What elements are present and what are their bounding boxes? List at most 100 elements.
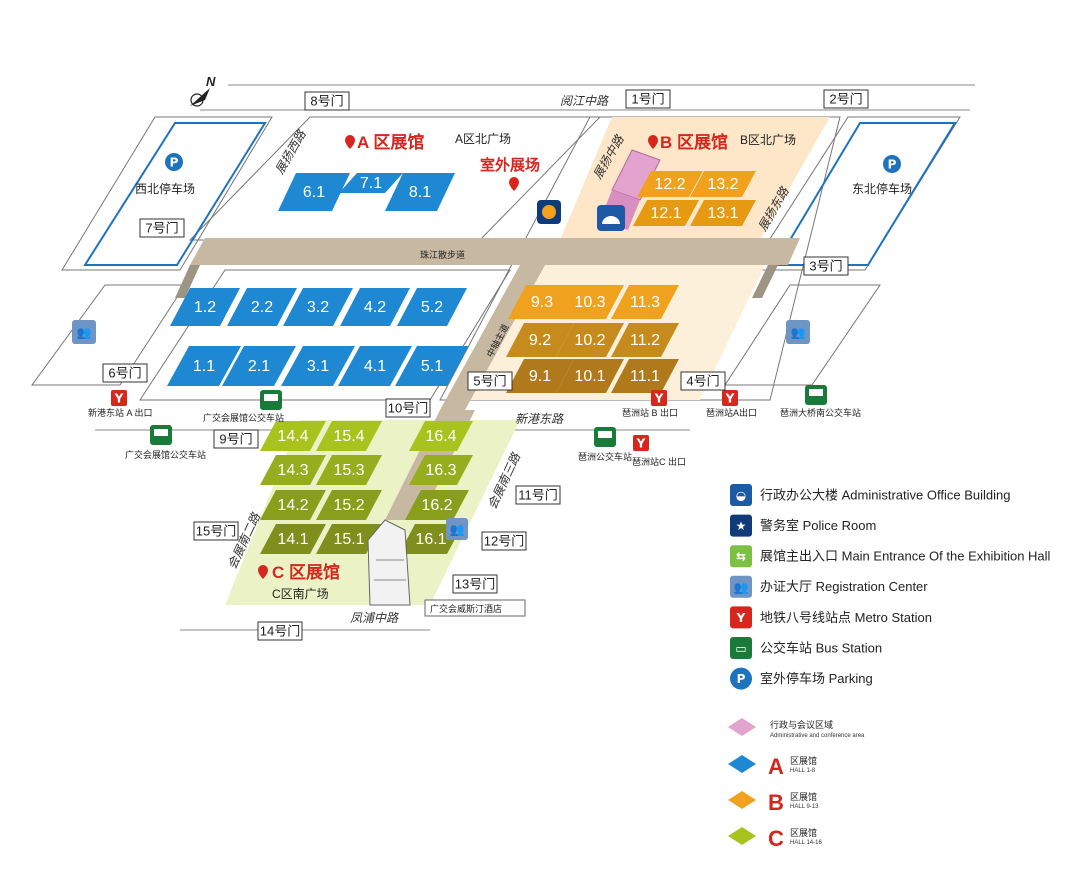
hall-label: 8.1	[409, 184, 431, 201]
road-zhujiang-walkway: 珠江散步道	[420, 249, 465, 260]
hall-13-1[interactable]: 13.1	[690, 200, 756, 226]
hall-shape	[167, 346, 241, 386]
parking-northeast[interactable]	[773, 122, 957, 266]
legend-zone-c-cn: 区展馆	[790, 827, 817, 838]
gate-10[interactable]: 10号门	[385, 398, 431, 418]
hall-12-2[interactable]: 12.2	[637, 171, 703, 197]
legend-zone-b-en: HALL 9-13	[790, 804, 819, 810]
hall-4-2[interactable]: 4.2	[340, 288, 410, 326]
gate-3[interactable]: 3号门	[803, 256, 849, 276]
legend-item: 👥办证大厅 Registration Center	[730, 575, 928, 598]
gate-2[interactable]: 2号门	[823, 89, 869, 109]
parking-northwest[interactable]	[83, 122, 267, 266]
hall-shape	[409, 421, 473, 451]
bus-icon	[150, 425, 172, 445]
hall-label: 11.1	[630, 368, 660, 385]
hall-11-1[interactable]: 11.1	[611, 359, 679, 393]
hall-3-1[interactable]: 3.1	[281, 346, 355, 386]
hall-5-2[interactable]: 5.2	[397, 288, 467, 326]
people-icon: 👥	[72, 320, 96, 344]
gate-7[interactable]: 7号门	[139, 218, 185, 238]
hall-15-2[interactable]: 15.2	[316, 490, 382, 520]
outdoor-exhibition-title: 室外展场	[480, 156, 540, 174]
gate-12[interactable]: 12号门	[481, 531, 527, 551]
hall-16-3[interactable]: 16.3	[409, 455, 473, 485]
hall-16-2[interactable]: 16.2	[405, 490, 469, 520]
hall-label: 9.3	[531, 294, 553, 311]
gate-14[interactable]: 14号门	[257, 621, 303, 641]
hall-shape	[633, 200, 699, 226]
hall-1-1[interactable]: 1.1	[167, 346, 241, 386]
hall-label: 7.1	[360, 175, 382, 192]
hall-label: 15.1	[333, 531, 364, 548]
hall-10-1[interactable]: 10.1	[556, 359, 624, 393]
legend-item-label: 办证大厅 Registration Center	[760, 579, 928, 594]
road-fengpu-middle: 凤浦中路	[350, 611, 399, 625]
hall-8-1[interactable]: 8.1	[385, 173, 455, 211]
hall-shape	[556, 285, 624, 319]
hall-9-2[interactable]: 9.2	[506, 323, 574, 357]
hall-2-2[interactable]: 2.2	[227, 288, 297, 326]
svg-text:P: P	[888, 158, 897, 172]
hall-15-4[interactable]: 15.4	[316, 421, 382, 451]
hotel-tower[interactable]	[367, 519, 411, 606]
hall-9-1[interactable]: 9.1	[506, 359, 574, 393]
legend-admin-swatch	[728, 718, 756, 736]
hall-15-3[interactable]: 15.3	[316, 455, 382, 485]
station-pazhou-bridge-bus: 琶洲大桥南公交车站	[780, 407, 861, 418]
gate-9[interactable]: 9号门	[213, 429, 259, 449]
gate-8[interactable]: 8号门	[304, 91, 350, 111]
gate-13[interactable]: 13号门	[452, 574, 498, 594]
hall-2-1[interactable]: 2.1	[222, 346, 296, 386]
hall-4-1[interactable]: 4.1	[338, 346, 412, 386]
hall-label: 1.2	[194, 299, 216, 316]
hall-10-3[interactable]: 10.3	[556, 285, 624, 319]
gate-4[interactable]: 4号门	[680, 371, 726, 391]
gate-15[interactable]: 15号门	[193, 521, 239, 541]
hall-3-2[interactable]: 3.2	[283, 288, 353, 326]
hall-12-1[interactable]: 12.1	[633, 200, 699, 226]
hall-shape	[409, 455, 473, 485]
parking-icon: P	[165, 153, 183, 171]
hall-1-2[interactable]: 1.2	[170, 288, 240, 326]
hall-label: 6.1	[303, 184, 325, 201]
hall-label: 15.3	[333, 462, 364, 479]
legend: ◒行政办公大楼 Administrative Office Building★警…	[730, 484, 1051, 690]
hall-shape	[397, 288, 467, 326]
gate-6[interactable]: 6号门	[102, 363, 148, 383]
hall-10-2[interactable]: 10.2	[556, 323, 624, 357]
bus-icon	[260, 390, 282, 410]
hall-16-4[interactable]: 16.4	[409, 421, 473, 451]
hall-9-3[interactable]: 9.3	[508, 285, 576, 319]
metro-icon: Y	[633, 435, 649, 451]
hall-14-2[interactable]: 14.2	[260, 490, 326, 520]
legend-admin-cn: 行政与会议区域	[770, 719, 833, 730]
police-badge-icon	[537, 200, 561, 224]
hall-11-3[interactable]: 11.3	[611, 285, 679, 319]
hall-15-1[interactable]: 15.1	[316, 524, 382, 554]
hall-14-4[interactable]: 14.4	[260, 421, 326, 451]
hall-5-1[interactable]: 5.1	[395, 346, 469, 386]
station-pazhou-b: 琶洲站 B 出口	[622, 407, 678, 418]
gate-1[interactable]: 1号门	[625, 89, 671, 109]
hall-11-2[interactable]: 11.2	[611, 323, 679, 357]
gate-11[interactable]: 11号门	[515, 485, 561, 505]
hall-13-2[interactable]: 13.2	[690, 171, 756, 197]
hall-label: 11.3	[630, 294, 660, 311]
hall-label: 14.2	[277, 497, 308, 514]
legend-icon-glyph: P	[737, 672, 746, 686]
hall-7-1[interactable]: 7.1	[339, 173, 403, 193]
gates-layer: 1号门 2号门 3号门 4号门 5号门 6号门 7号门 8号门 9号门 10号门 11号门 12号门 1…	[102, 89, 869, 641]
station-pazhou-a: 琶洲站A出口	[706, 407, 757, 418]
bus-icon	[805, 385, 827, 405]
hall-6-1[interactable]: 6.1	[278, 173, 350, 211]
hall-14-3[interactable]: 14.3	[260, 455, 326, 485]
hall-14-1[interactable]: 14.1	[260, 524, 326, 554]
gate-5[interactable]: 5号门	[467, 371, 513, 391]
gate-label: 15号门	[196, 523, 236, 538]
gate-label: 13号门	[455, 576, 495, 591]
office-building-icon	[730, 484, 752, 506]
gate-label: 2号门	[829, 91, 862, 106]
